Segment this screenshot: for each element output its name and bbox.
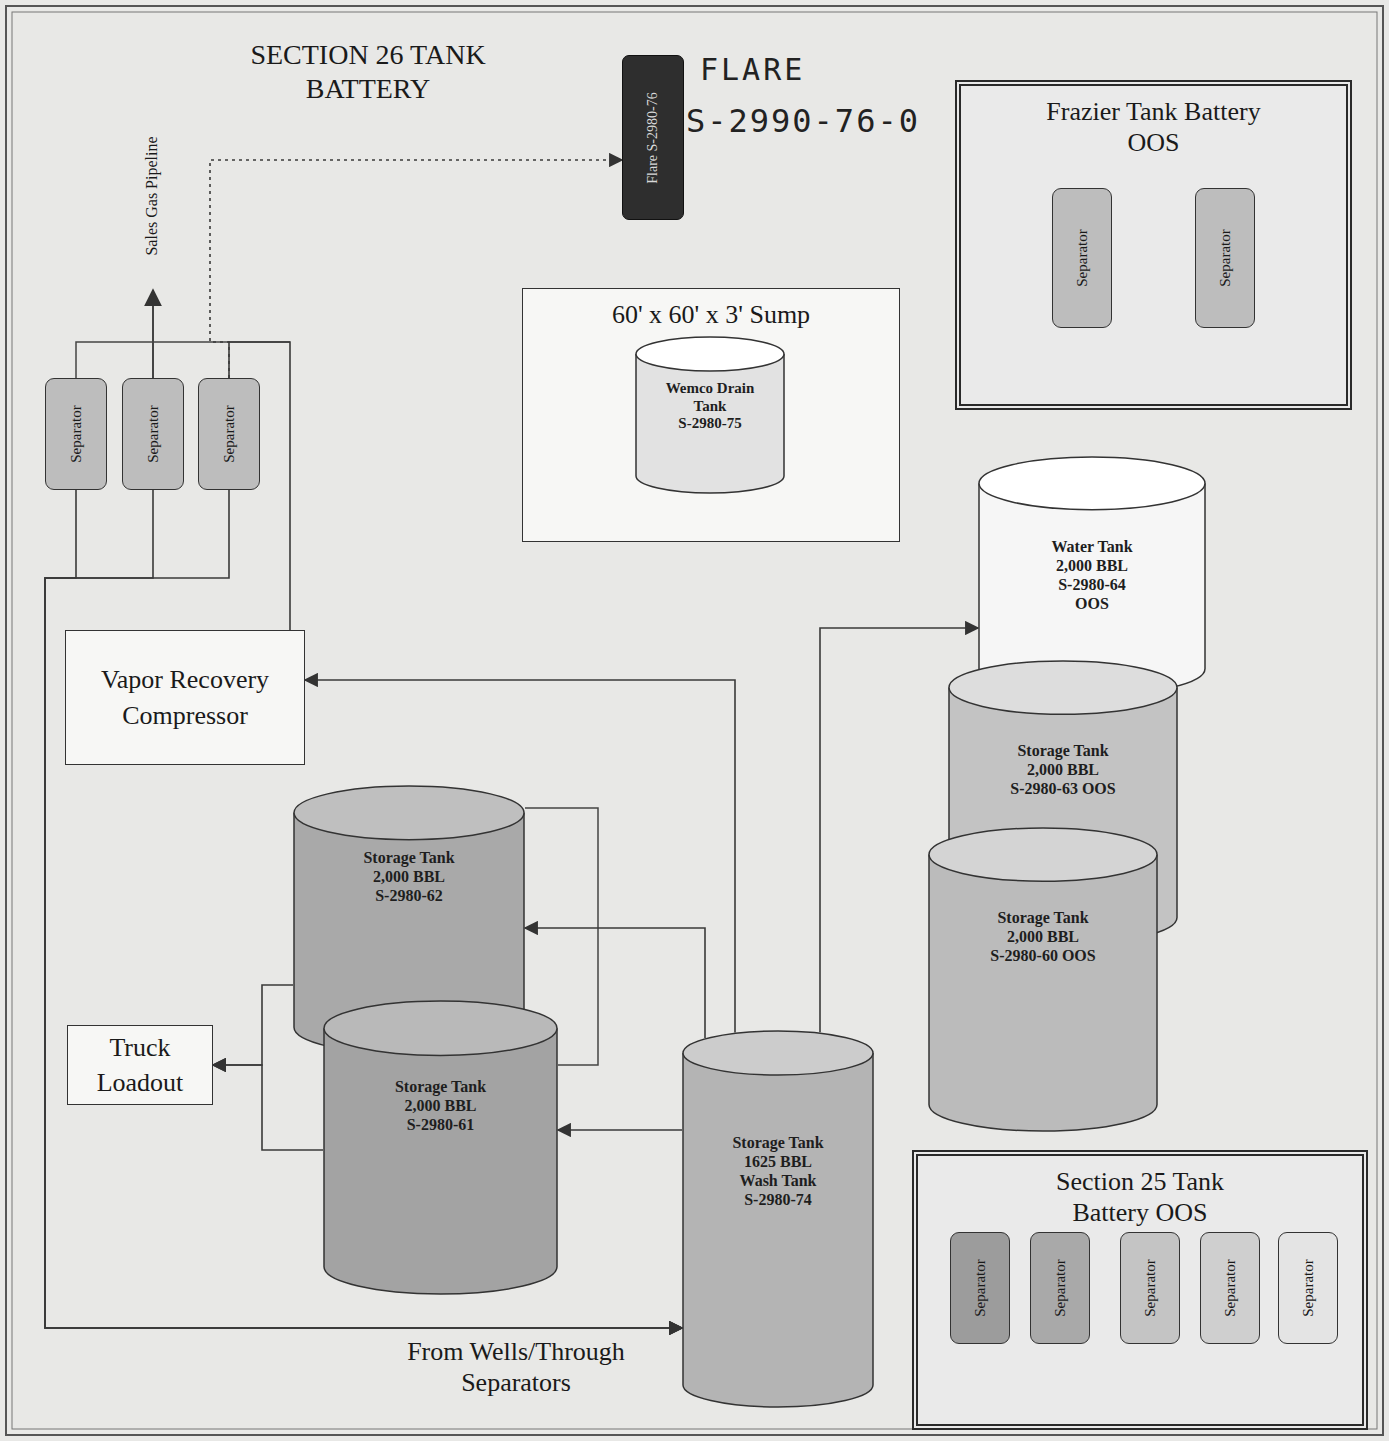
- outer-frame: [6, 6, 1383, 1435]
- tank-label: Storage Tank: [928, 909, 1158, 928]
- diagram-title: SECTION 26 TANK BATTERY: [228, 38, 508, 105]
- tank-body: [683, 1053, 873, 1407]
- equipment-box: Vapor Recovery Compressor: [65, 630, 305, 765]
- tank-cylinder: Water Tank2,000 BBLS-2980-64OOS: [978, 456, 1206, 696]
- equipment-label: Truck Loadout: [74, 1030, 206, 1100]
- equipment-label: Separator: [1142, 1259, 1159, 1316]
- flare-stack: Flare S-2980-76: [622, 55, 684, 220]
- separator-vessel: Separator: [950, 1232, 1010, 1344]
- tank-outline: [635, 336, 785, 494]
- equipment-label: Separator: [1300, 1259, 1317, 1316]
- equipment-label: Separator: [1052, 1259, 1069, 1316]
- equipment-label: Separator: [972, 1259, 989, 1316]
- separator-vessel: Separator: [198, 378, 260, 490]
- tank-outline: [928, 827, 1158, 1132]
- tank-roof: [979, 457, 1205, 510]
- separator-vessel: Separator: [1278, 1232, 1338, 1344]
- group-title: Frazier Tank Battery OOS: [1019, 96, 1289, 158]
- tank-label: 2,000 BBL: [948, 761, 1178, 780]
- tank-label: Water Tank: [978, 538, 1206, 557]
- flow-pipe: [558, 1129, 682, 1131]
- tank-roof: [324, 1001, 557, 1055]
- separator-vessel: Separator: [45, 378, 107, 490]
- handwritten-note: FLARE: [700, 52, 805, 87]
- handwritten-note: S-2990-76-0: [686, 102, 920, 140]
- tank-label: S-2980-62: [293, 887, 525, 906]
- tank-outline: [323, 1000, 558, 1295]
- tank-label: 2,000 BBL: [978, 557, 1206, 576]
- tank-roof: [949, 661, 1177, 714]
- tank-body: [324, 1028, 557, 1294]
- equipment-label: Vapor Recovery Compressor: [72, 662, 298, 732]
- tank-roof: [929, 828, 1157, 881]
- pipeline-label: Sales Gas Pipeline: [143, 136, 161, 255]
- separator-vessel: Separator: [1030, 1232, 1090, 1344]
- tank-label: S-2980-60 OOS: [928, 947, 1158, 966]
- tank-cylinder: Storage Tank2,000 BBLS-2980-61: [323, 1000, 558, 1295]
- tank-label: 2,000 BBL: [323, 1097, 558, 1116]
- group-title: 60' x 60' x 3' Sump: [523, 299, 899, 330]
- tank-cylinder: Storage Tank1625 BBLWash TankS-2980-74: [682, 1030, 874, 1408]
- tank-roof: [294, 786, 524, 840]
- tank-label: OOS: [978, 595, 1206, 614]
- tank-label: Storage Tank: [682, 1134, 874, 1153]
- separator-vessel: Separator: [1052, 188, 1112, 328]
- group-title: Section 25 Tank Battery OOS: [1015, 1166, 1265, 1228]
- separator-vessel: Separator: [122, 378, 184, 490]
- equipment-box: Truck Loadout: [67, 1025, 213, 1105]
- equipment-label: Separator: [221, 405, 238, 462]
- gas-manifold: [76, 342, 290, 378]
- separator-vessel: Separator: [1200, 1232, 1260, 1344]
- tank-label: S-2980-74: [682, 1191, 874, 1210]
- tank-label: S-2980-61: [323, 1116, 558, 1135]
- tank-label: Wash Tank: [682, 1172, 874, 1191]
- tank-body: [929, 855, 1157, 1131]
- tank-label: S-2980-75: [655, 415, 765, 433]
- tank-label: 2,000 BBL: [928, 928, 1158, 947]
- equipment-label: Separator: [68, 405, 85, 462]
- flow-pipe: [45, 490, 682, 1328]
- equipment-label: Separator: [1217, 229, 1234, 286]
- equipment-label: Separator: [145, 405, 162, 462]
- inner-frame: [12, 12, 1377, 1429]
- flow-label: From Wells/Through Separators: [385, 1336, 647, 1398]
- tank-label: Storage Tank: [323, 1078, 558, 1097]
- tank-cylinder: Storage Tank2,000 BBLS-2980-60 OOS: [928, 827, 1158, 1132]
- tank-label: S-2980-63 OOS: [948, 780, 1178, 799]
- tank-label: Storage Tank: [293, 849, 525, 868]
- tank-label: Wemco Drain Tank: [655, 380, 765, 415]
- separator-vessel: Separator: [1120, 1232, 1180, 1344]
- tank-label: S-2980-64: [978, 576, 1206, 595]
- separator-vessel: Separator: [1195, 188, 1255, 328]
- equipment-label: Separator: [1074, 229, 1091, 286]
- sump-area: 60' x 60' x 3' SumpWemco Drain TankS-298…: [522, 288, 900, 542]
- tank-roof: [636, 337, 784, 371]
- flow-pipe: [45, 490, 682, 1328]
- tank-roof: [683, 1031, 873, 1075]
- text-group: Truck Loadout: [74, 1030, 206, 1100]
- tank-outline: [682, 1030, 874, 1408]
- flow-pipe: [213, 1065, 323, 1150]
- equipment-label: Flare S-2980-76: [645, 92, 661, 183]
- tank-body: [636, 354, 784, 493]
- tank-label: 1625 BBL: [682, 1153, 874, 1172]
- tank-label: Storage Tank: [948, 742, 1178, 761]
- tank-cylinder: Wemco Drain TankS-2980-75: [635, 336, 785, 494]
- battery-group: Section 25 Tank Battery OOS Separator Sepa…: [912, 1150, 1368, 1430]
- text-group: Vapor Recovery Compressor: [72, 662, 298, 732]
- equipment-label: Separator: [1222, 1259, 1239, 1316]
- flow-pipe: [213, 985, 293, 1065]
- sales-gas-line: [152, 290, 154, 378]
- flow-pipe: [45, 490, 682, 1328]
- battery-group: Frazier Tank Battery OOS Separator Separat…: [955, 80, 1352, 410]
- tank-label: 2,000 BBL: [293, 868, 525, 887]
